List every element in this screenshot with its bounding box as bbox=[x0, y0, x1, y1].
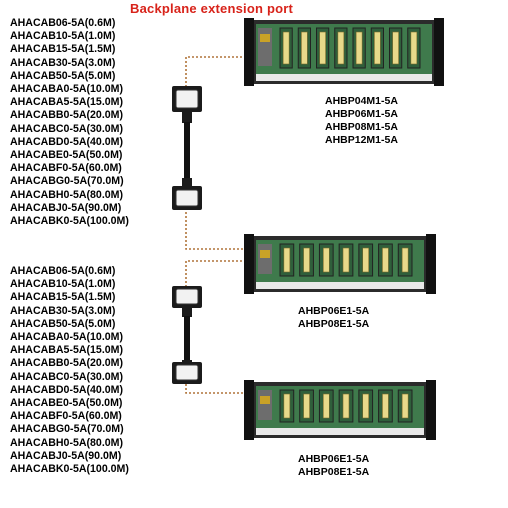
dotted-link-mid bbox=[185, 200, 250, 250]
backplane-slot bbox=[358, 243, 374, 277]
dotted-link-lower bbox=[185, 380, 250, 394]
cable-list-item: AHACAB30-5A(3.0M) bbox=[10, 56, 116, 69]
cable-list-item: AHACABF0-5A(60.0M) bbox=[10, 410, 122, 423]
backplane-slot bbox=[299, 389, 314, 423]
cable-list-item: AHACABB0-5A(20.0M) bbox=[10, 109, 124, 122]
cable-list-item: AHACABD0-5A(40.0M) bbox=[10, 383, 124, 396]
backplane-model-label: AHBP12M1-5A bbox=[325, 134, 398, 146]
backplane-extension-1 bbox=[244, 234, 436, 294]
cable-list-upper: AHACAB06-5A(0.6M)AHACAB10-5A(1.0M)AHACAB… bbox=[10, 17, 129, 228]
cable-wire bbox=[184, 316, 190, 364]
backplane-slot bbox=[378, 243, 393, 277]
backplane-model-label: AHBP04M1-5A bbox=[325, 95, 398, 107]
cable-list-item: AHACAB50-5A(5.0M) bbox=[10, 317, 116, 330]
backplane-slot bbox=[338, 389, 354, 423]
backplane-model-label: AHBP08E1-5A bbox=[298, 466, 370, 478]
backplane-model-label: AHBP08E1-5A bbox=[298, 318, 370, 330]
connection-lines bbox=[185, 56, 250, 394]
cable-list-item: AHACABE0-5A(50.0M) bbox=[10, 397, 123, 410]
cable-list-item: AHACABK0-5A(100.0M) bbox=[10, 215, 129, 228]
backplane-main bbox=[244, 18, 444, 86]
cable-list-item: AHACAB10-5A(1.0M) bbox=[10, 30, 116, 43]
backplane-slot bbox=[338, 243, 354, 277]
cable-list-item: AHACABG0-5A(70.0M) bbox=[10, 423, 124, 436]
backplane-slot bbox=[358, 389, 374, 423]
extension-cable-lower bbox=[172, 286, 202, 384]
dotted-link-mid-out bbox=[185, 260, 250, 286]
backplane-model-label: AHBP06E1-5A bbox=[298, 453, 370, 465]
cable-list-item: AHACAB06-5A(0.6M) bbox=[10, 265, 116, 277]
backplane-slot bbox=[397, 243, 413, 277]
backplane-slot bbox=[352, 27, 366, 69]
backplane-slot bbox=[407, 27, 421, 69]
cable-list-item: AHACABA0-5A(10.0M) bbox=[10, 83, 124, 96]
backplane-model-label: AHBP06E1-5A bbox=[298, 305, 370, 317]
cable-list-lower: AHACAB06-5A(0.6M)AHACAB10-5A(1.0M)AHACAB… bbox=[10, 265, 129, 476]
cable-list-item: AHACABC0-5A(30.0M) bbox=[10, 370, 124, 383]
cable-list-item: AHACABD0-5A(40.0M) bbox=[10, 135, 124, 148]
cable-list-item: AHACABA0-5A(10.0M) bbox=[10, 331, 124, 344]
backplane-model-label: AHBP08M1-5A bbox=[325, 121, 398, 133]
cable-list-item: AHACABF0-5A(60.0M) bbox=[10, 162, 122, 175]
cable-list-item: AHACAB50-5A(5.0M) bbox=[10, 69, 116, 82]
diagram-title: Backplane extension port bbox=[130, 1, 294, 16]
backplane-slot bbox=[316, 27, 330, 69]
cable-list-item: AHACABA5-5A(15.0M) bbox=[10, 96, 124, 109]
cable-list-item: AHACAB15-5A(1.5M) bbox=[10, 291, 116, 304]
backplane-slot bbox=[397, 389, 413, 423]
backplane-slot bbox=[389, 27, 403, 69]
cable-list-item: AHACAB30-5A(3.0M) bbox=[10, 304, 116, 317]
cable-list-item: AHACAB10-5A(1.0M) bbox=[10, 278, 116, 291]
backplane-extension-2 bbox=[244, 380, 436, 440]
backplane-model-label: AHBP06M1-5A bbox=[325, 108, 398, 120]
backplane-slot bbox=[378, 389, 393, 423]
cable-list-item: AHACABA5-5A(15.0M) bbox=[10, 344, 124, 357]
cable-list-item: AHACAB06-5A(0.6M) bbox=[10, 17, 116, 29]
dotted-link-main bbox=[185, 56, 250, 86]
backplane-slot bbox=[279, 243, 295, 277]
backplane-slot bbox=[279, 27, 293, 69]
cable-list-item: AHACABB0-5A(20.0M) bbox=[10, 357, 124, 370]
cable-list-item: AHACABK0-5A(100.0M) bbox=[10, 463, 129, 476]
extension-cable-upper bbox=[172, 86, 202, 210]
cable-wire bbox=[184, 122, 190, 180]
backplane-slot bbox=[370, 27, 384, 69]
cable-list-item: AHACABJ0-5A(90.0M) bbox=[10, 449, 122, 462]
cable-list-item: AHACABC0-5A(30.0M) bbox=[10, 122, 124, 135]
backplane-slot bbox=[318, 389, 334, 423]
backplane-slot bbox=[334, 27, 348, 69]
backplane-slot bbox=[299, 243, 314, 277]
cable-list-item: AHACABG0-5A(70.0M) bbox=[10, 175, 124, 188]
cable-list-item: AHACABH0-5A(80.0M) bbox=[10, 188, 124, 201]
backplane-slot bbox=[279, 389, 295, 423]
backplane-slot bbox=[318, 243, 334, 277]
cable-list-item: AHACABH0-5A(80.0M) bbox=[10, 436, 124, 449]
cable-list-item: AHACABE0-5A(50.0M) bbox=[10, 149, 123, 162]
cable-list-item: AHACAB15-5A(1.5M) bbox=[10, 43, 116, 56]
cable-list-item: AHACABJ0-5A(90.0M) bbox=[10, 201, 122, 214]
backplane-slot bbox=[297, 27, 311, 69]
